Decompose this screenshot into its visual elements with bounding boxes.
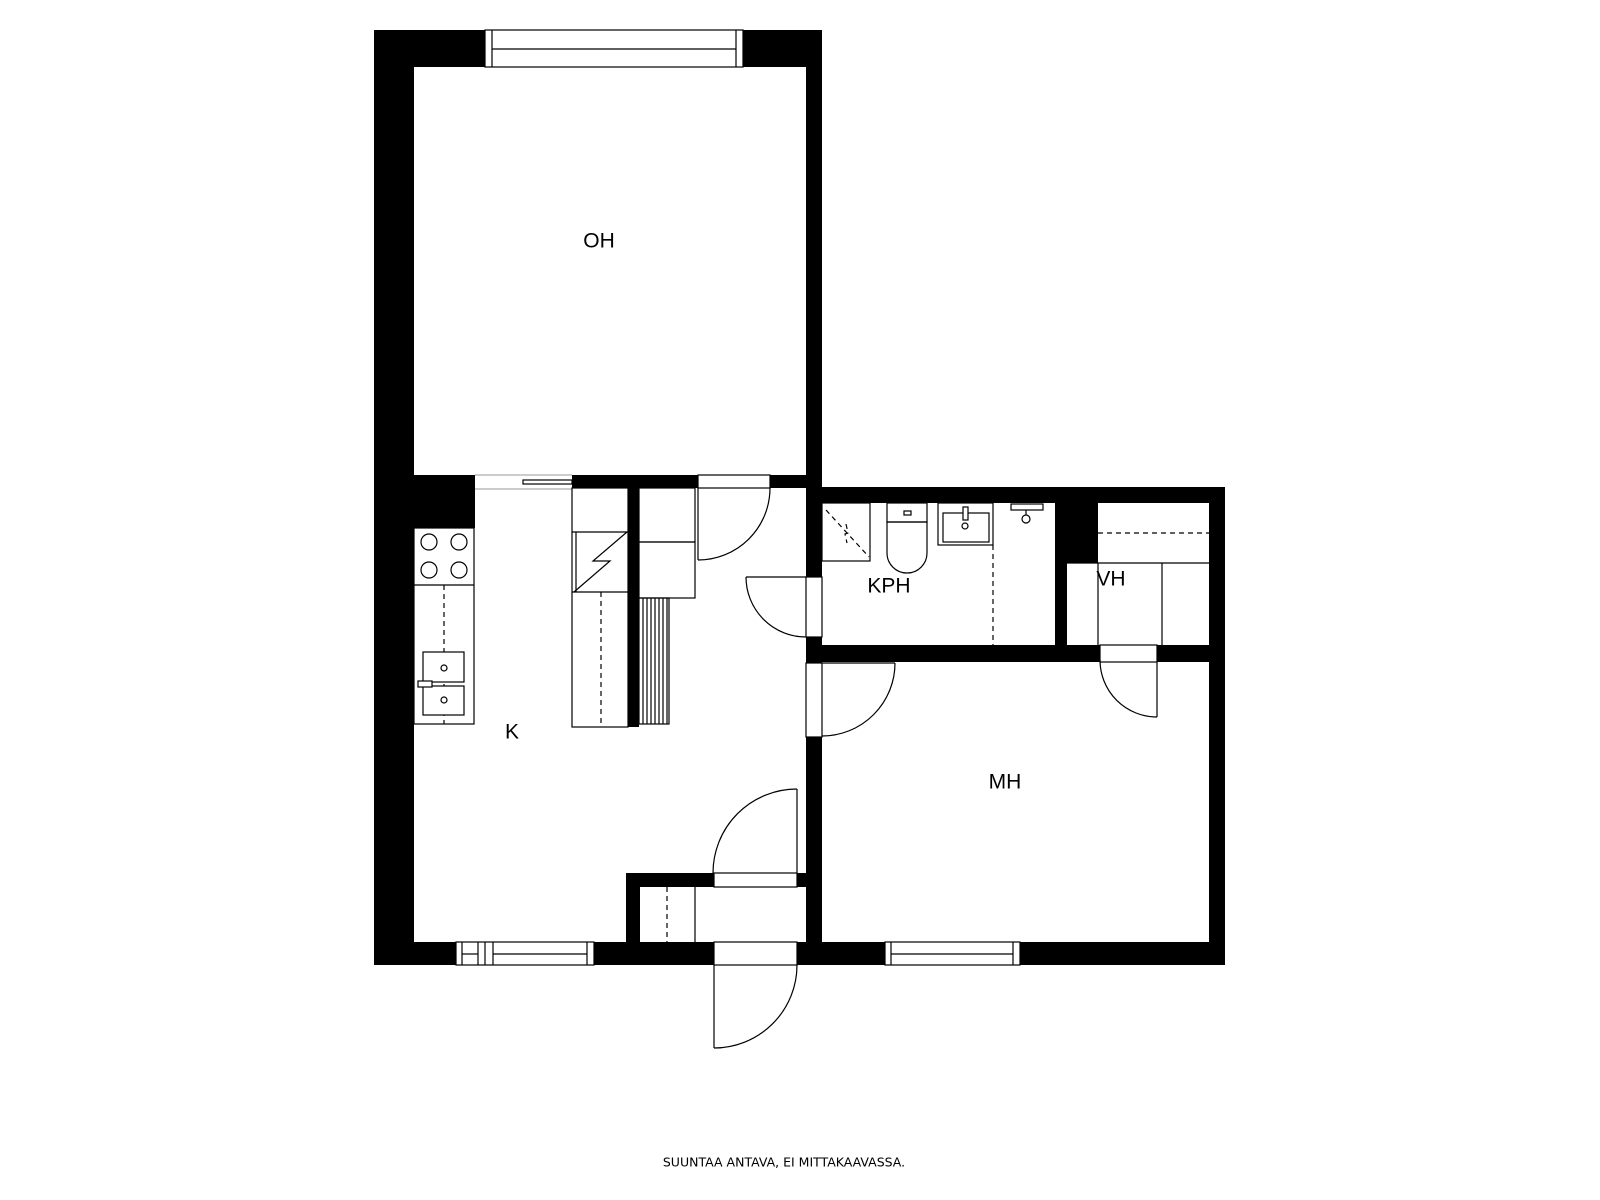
wall-kph-bottom: [806, 645, 1100, 662]
fridge-cabinet-column: [571, 487, 629, 728]
wall-bottom-1: [374, 942, 456, 965]
wall-left-outer: [374, 30, 414, 965]
wall-kph-vh-lower: [1055, 563, 1067, 645]
door-bedroom[interactable]: [805, 662, 896, 738]
door-entry-inner[interactable]: [712, 788, 798, 888]
wall-entry-stub: [797, 873, 807, 887]
wall-right-wing-top: [806, 487, 1225, 503]
window-bottom-bedroom: [884, 941, 1021, 966]
wall-oh-kitchen-block: [414, 475, 475, 528]
wall-central-vertical-1: [806, 30, 822, 577]
shower-icon: [821, 502, 871, 562]
wall-kitchen-partition: [628, 488, 639, 727]
room-label-living-room: OH: [583, 230, 615, 253]
wall-kph-vh-upper: [1055, 503, 1098, 563]
wall-central-vertical-3: [806, 737, 822, 965]
shower-mixer-icon: [1010, 503, 1044, 524]
disclaimer-note: SUUNTAA ANTAVA, EI MITTAKAAVASSA.: [663, 1155, 905, 1170]
room-label-bathroom: KPH: [867, 575, 910, 598]
wall-top-left: [374, 30, 485, 67]
window-bottom-kitchen: [455, 941, 595, 966]
window-top-oh: [484, 29, 744, 68]
walk-in-closet-shelves: [1067, 532, 1209, 645]
wall-oh-kitchen-right: [770, 475, 806, 488]
hall-closet: [638, 487, 696, 599]
wall-bottom-3: [797, 942, 885, 965]
toilet-icon: [886, 502, 928, 574]
sink-icon: [417, 651, 465, 716]
room-label-kitchen: K: [505, 721, 519, 744]
door-closet-vh[interactable]: [1099, 644, 1158, 718]
door-entry-exterior[interactable]: [713, 941, 798, 1049]
wall-entry-closet-top: [626, 873, 714, 887]
sliding-door-oh-kitchen[interactable]: [475, 474, 573, 490]
wall-bottom-2: [594, 942, 714, 965]
wall-bottom-4: [1020, 942, 1225, 965]
door-oh[interactable]: [697, 474, 771, 561]
room-label-closet: VH: [1096, 568, 1125, 591]
door-bathroom[interactable]: [745, 576, 823, 638]
stove-icon: [420, 533, 468, 579]
wall-entry-closet-left: [626, 873, 640, 942]
wall-vh-bottom: [1157, 645, 1209, 662]
kitchen-counter: [413, 527, 475, 725]
wall-right-outer: [1209, 487, 1225, 965]
room-label-bedroom: MH: [989, 771, 1022, 794]
entry-closet: [666, 887, 696, 942]
coat-rack-icon: [638, 597, 670, 725]
washbasin-icon: [937, 502, 994, 546]
walls: [374, 30, 1225, 965]
wall-oh-kitchen-mid: [572, 475, 698, 488]
electrical-panel-icon: [573, 531, 628, 593]
